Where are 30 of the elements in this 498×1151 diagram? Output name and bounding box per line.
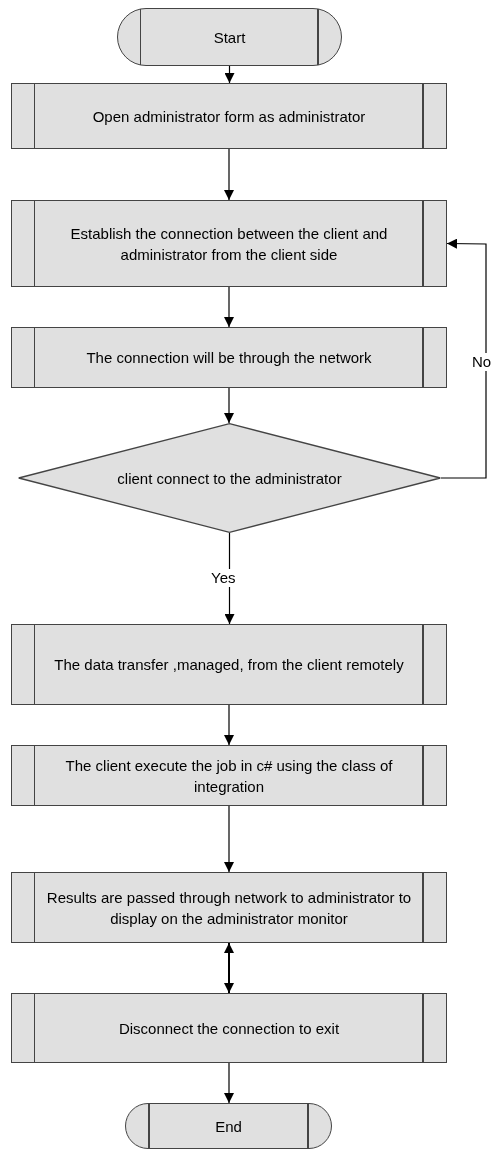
- arrow: [224, 1062, 234, 1104]
- arrow: [224, 65, 235, 84]
- edge-label: Yes: [210, 569, 237, 587]
- edge-label: No: [471, 353, 493, 371]
- arrow: [224, 805, 234, 873]
- arrow: [224, 942, 234, 994]
- arrow: [224, 704, 234, 746]
- arrow: [224, 387, 234, 424]
- arrow: [440, 238, 487, 479]
- terminator-shape: [125, 1103, 332, 1149]
- decision-diamond: [18, 423, 441, 533]
- step-label: Establish the connection between the client and administrator from the client side: [69, 223, 389, 265]
- arrow: [224, 148, 234, 201]
- step-label: Open administrator form as administrator: [91, 106, 367, 127]
- process-box: [11, 83, 447, 149]
- step-label: The data transfer ,managed, from the client remotely: [53, 655, 405, 675]
- process-box: [11, 745, 447, 806]
- step-label: The client execute the job in c# using the class of integration: [64, 755, 394, 797]
- process-box: [11, 327, 447, 388]
- step-label: Disconnect the connection to exit: [117, 1018, 341, 1039]
- step-label: The connection will be through the network: [85, 348, 373, 368]
- process-box: [11, 200, 447, 287]
- process-box: [11, 993, 447, 1063]
- process-box: [11, 624, 447, 705]
- terminator-label: Start: [213, 27, 246, 48]
- arrow: [224, 286, 234, 328]
- decision-label: client connect to the administrator: [116, 468, 343, 489]
- process-box: [11, 872, 447, 943]
- terminator-label: End: [215, 1116, 242, 1137]
- step-label: Results are passed through network to administrator to display on the administrator monitor: [45, 887, 413, 929]
